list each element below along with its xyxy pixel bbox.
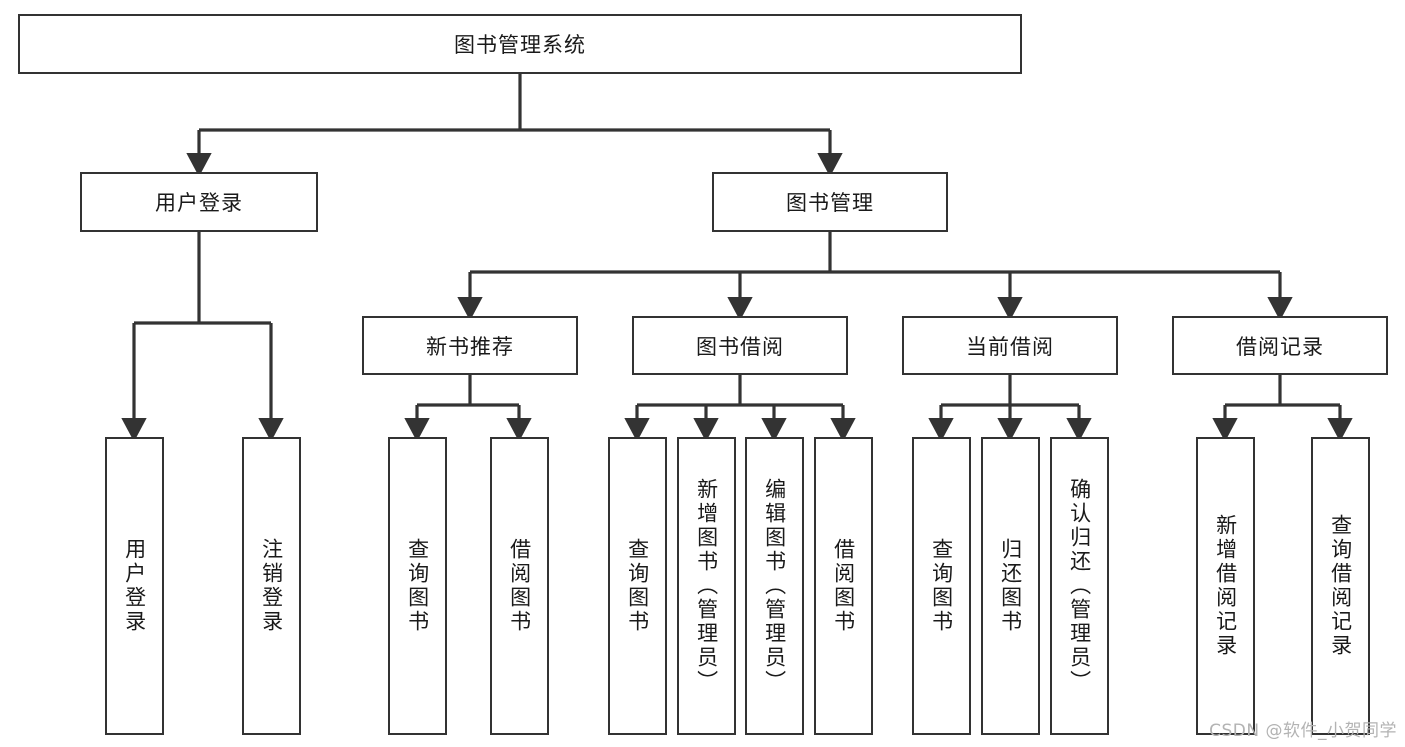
node-leaf-edit-book-label: 编辑图书（管理员） (762, 478, 787, 694)
node-leaf-add-book[interactable]: 新增图书（管理员） (677, 437, 736, 735)
node-leaf-borrow-book-2-label: 借阅图书 (831, 538, 856, 634)
node-leaf-user-login[interactable]: 用户登录 (105, 437, 164, 735)
node-leaf-borrow-book-1-label: 借阅图书 (507, 538, 532, 634)
node-leaf-query-record-label: 查询借阅记录 (1328, 514, 1353, 658)
node-leaf-add-record[interactable]: 新增借阅记录 (1196, 437, 1255, 735)
node-new-book-rec-label: 新书推荐 (426, 334, 514, 359)
node-leaf-query-book-1[interactable]: 查询图书 (388, 437, 447, 735)
node-leaf-add-record-label: 新增借阅记录 (1213, 514, 1238, 658)
node-current-borrow[interactable]: 当前借阅 (902, 316, 1118, 375)
node-leaf-query-book-2[interactable]: 查询图书 (608, 437, 667, 735)
watermark: CSDN @软件_小贺同学 (1209, 721, 1397, 741)
node-leaf-query-book-1-label: 查询图书 (405, 538, 430, 634)
node-borrow-record-label: 借阅记录 (1236, 334, 1324, 359)
node-leaf-borrow-book-2[interactable]: 借阅图书 (814, 437, 873, 735)
node-root[interactable]: 图书管理系统 (18, 14, 1022, 74)
node-user-login-label: 用户登录 (155, 191, 243, 215)
node-leaf-confirm-return[interactable]: 确认归还（管理员） (1050, 437, 1109, 735)
node-leaf-edit-book[interactable]: 编辑图书（管理员） (745, 437, 804, 735)
node-leaf-return-book-label: 归还图书 (998, 538, 1023, 634)
node-leaf-add-book-label: 新增图书（管理员） (694, 478, 719, 694)
node-leaf-return-book[interactable]: 归还图书 (981, 437, 1040, 735)
node-borrow-record[interactable]: 借阅记录 (1172, 316, 1388, 375)
node-leaf-query-book-3-label: 查询图书 (929, 538, 954, 634)
node-book-borrow[interactable]: 图书借阅 (632, 316, 848, 375)
node-leaf-query-book-2-label: 查询图书 (625, 538, 650, 634)
node-book-admin[interactable]: 图书管理 (712, 172, 948, 232)
node-current-borrow-label: 当前借阅 (966, 334, 1054, 359)
node-leaf-confirm-return-label: 确认归还（管理员） (1067, 478, 1092, 694)
node-leaf-user-login-label: 用户登录 (122, 538, 147, 634)
node-book-borrow-label: 图书借阅 (696, 334, 784, 359)
node-leaf-logout-login[interactable]: 注销登录 (242, 437, 301, 735)
node-leaf-borrow-book-1[interactable]: 借阅图书 (490, 437, 549, 735)
node-leaf-query-book-3[interactable]: 查询图书 (912, 437, 971, 735)
node-root-label: 图书管理系统 (454, 33, 586, 57)
node-new-book-rec[interactable]: 新书推荐 (362, 316, 578, 375)
node-book-admin-label: 图书管理 (786, 191, 874, 215)
node-user-login[interactable]: 用户登录 (80, 172, 318, 232)
node-leaf-logout-login-label: 注销登录 (259, 538, 284, 634)
node-leaf-query-record[interactable]: 查询借阅记录 (1311, 437, 1370, 735)
